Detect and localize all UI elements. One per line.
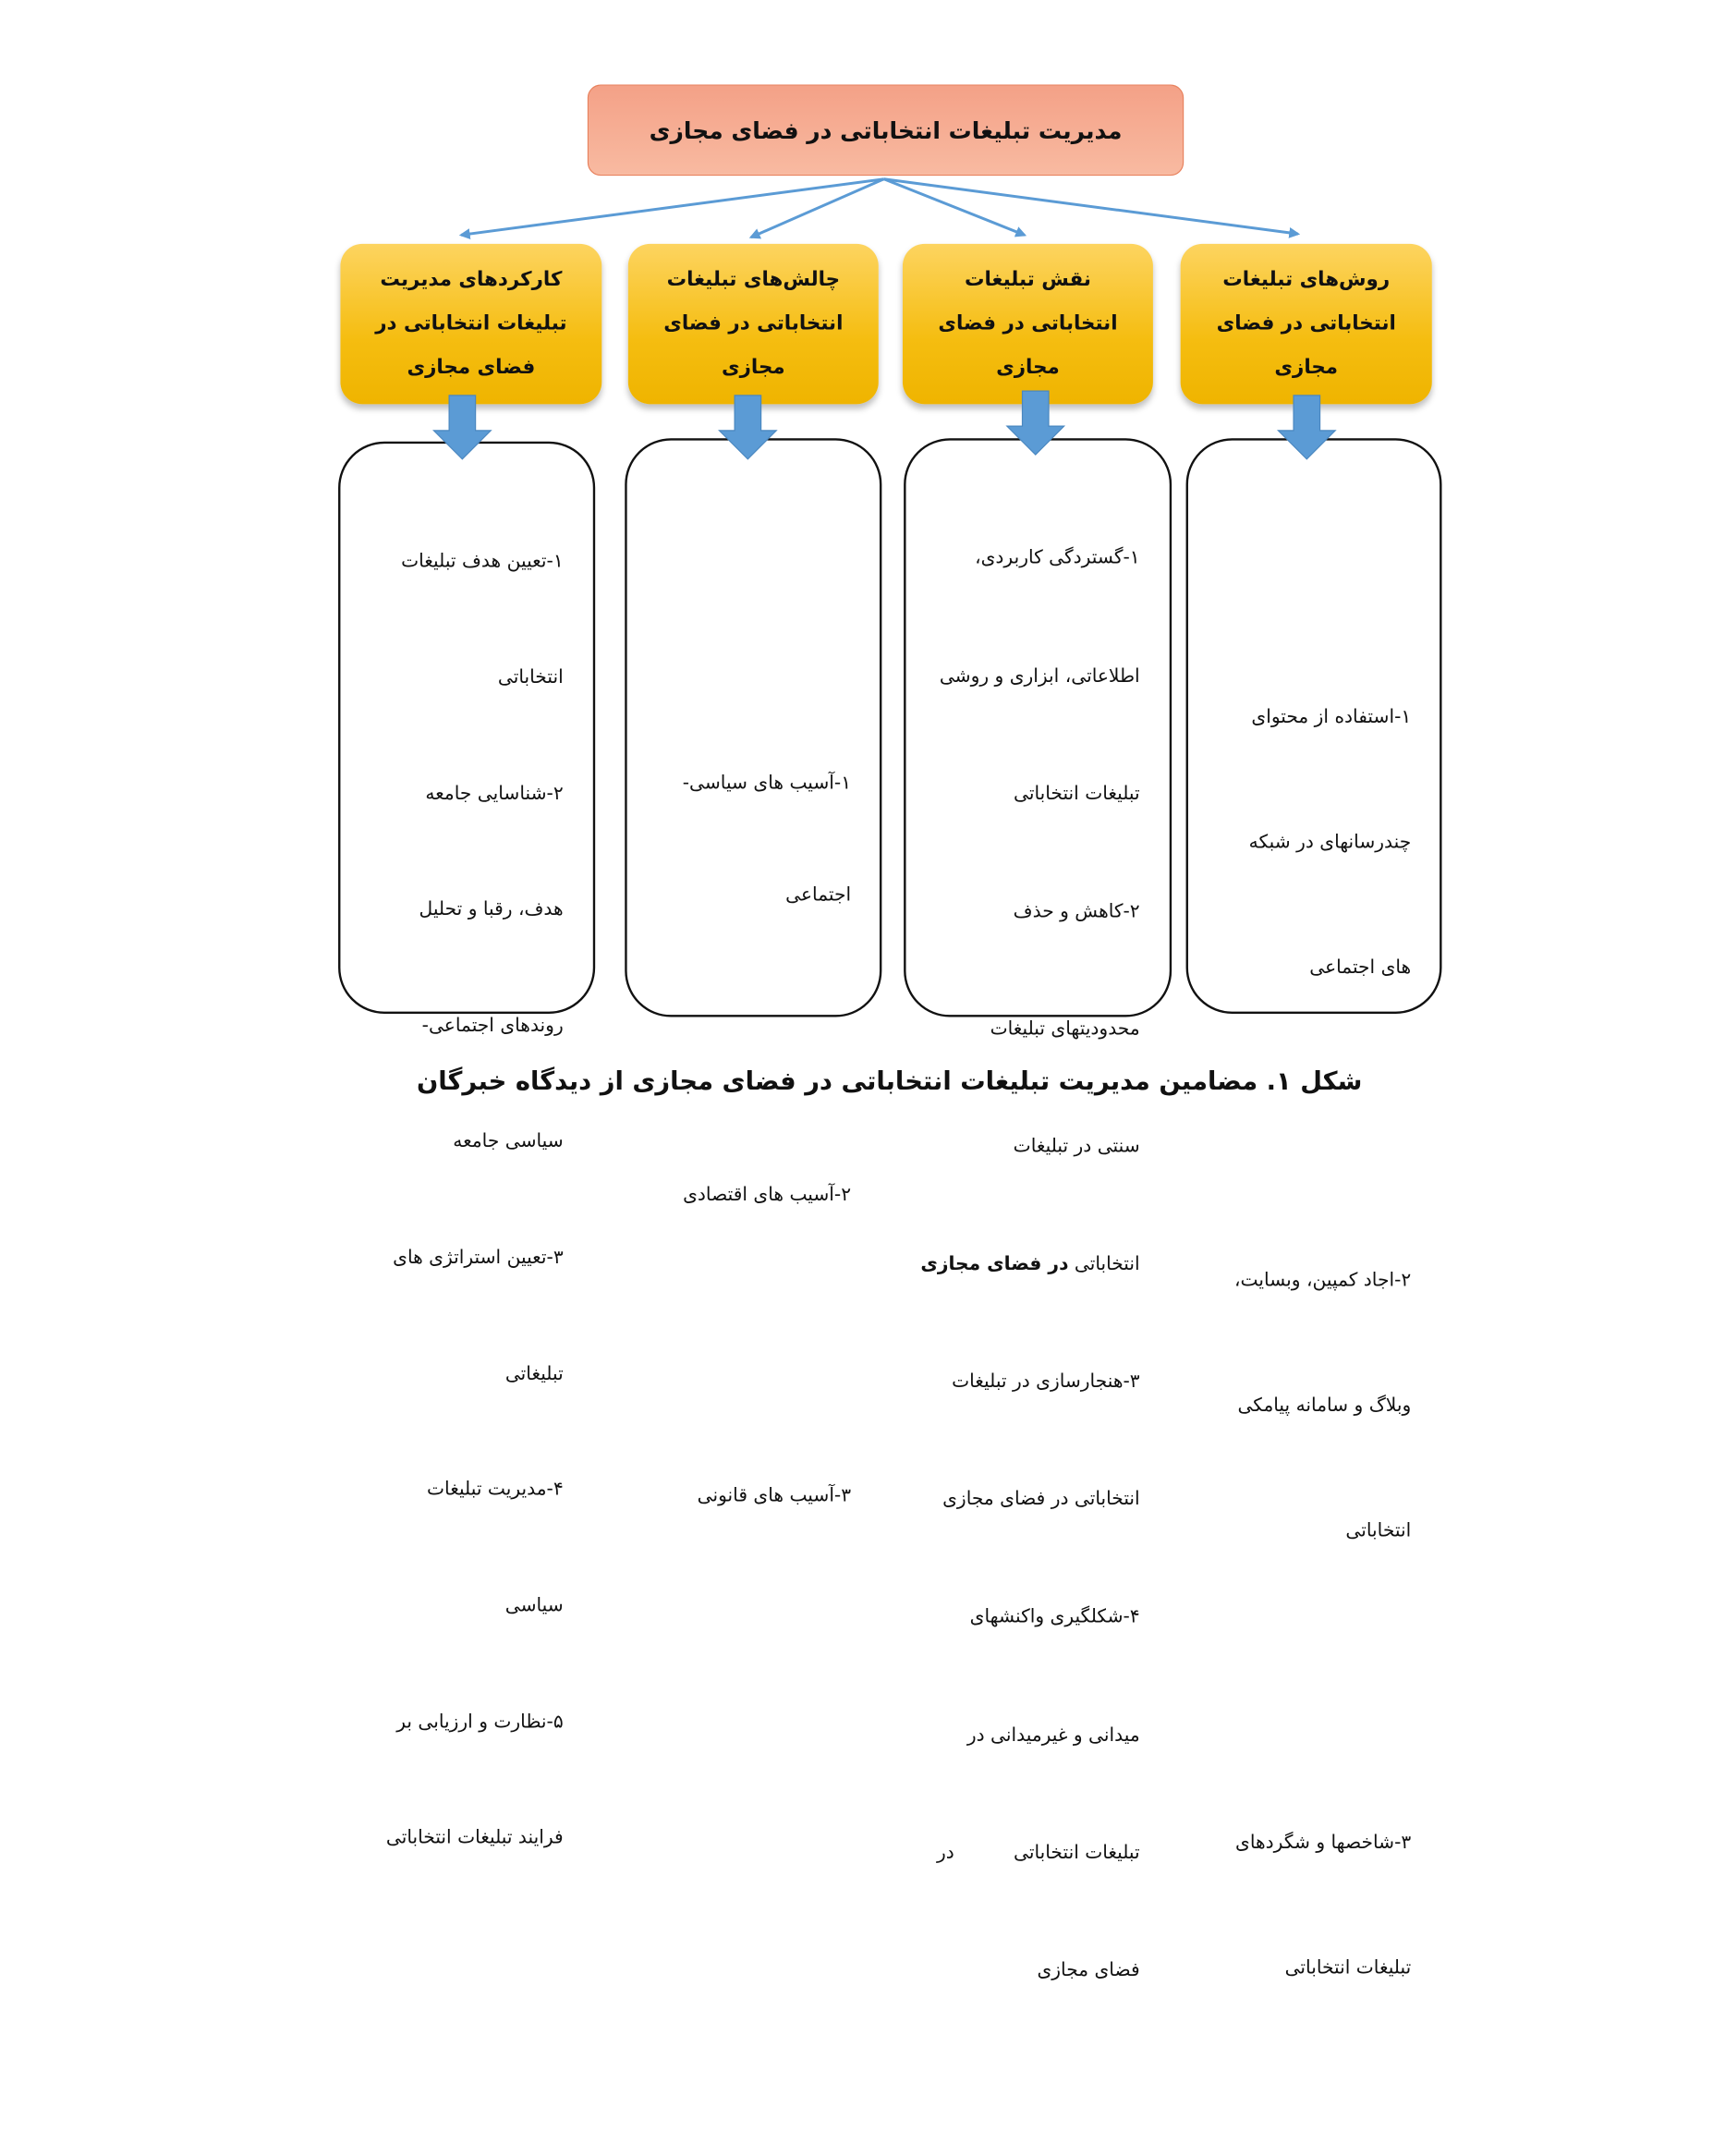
item-line: ۲-کاهش و حذف: [1013, 900, 1140, 923]
down-arrow-icon: [1005, 390, 1066, 456]
item-line: ۱-گستردگی کاربردی،: [975, 547, 1140, 570]
item-line: روندهای اجتماعی-: [421, 1014, 564, 1037]
heading-line: انتخاباتی در فضای: [663, 311, 844, 335]
heading-line: فضای مجازی: [407, 356, 536, 380]
connector-line: [883, 177, 1027, 238]
item-line: اطلاعاتی، ابزاری و روشی: [939, 664, 1140, 688]
item-line: ۲-شناسایی جامعه: [425, 782, 564, 805]
down-arrows: [432, 390, 1337, 460]
item-line: ۳-آسیب های قانونی: [697, 1484, 852, 1507]
heading-line: چالش‌های تبلیغات: [666, 267, 841, 291]
root-node: مدیریت تبلیغات انتخاباتی در فضای مجازی: [587, 84, 1185, 177]
connector-line: [883, 177, 1301, 238]
category-methods: روش‌های تبلیغات انتخاباتی در فضای مجازی: [1180, 243, 1432, 405]
challenges-list: ۱-آسیب های سیاسی- اجتماعی ۲-آسیب های اقت…: [683, 615, 851, 1664]
item-line: ۴-شکلگیری واکنشهای: [969, 1606, 1140, 1628]
item-line: سنتی در تبلیغات: [1013, 1135, 1140, 1158]
functions-list: ۱-تعیین هدف تبلیغات انتخاباتی ۲-شناسایی …: [386, 466, 564, 1935]
item-line: ۳-هنجارسازی در تبلیغات: [952, 1370, 1140, 1394]
list-item: ۱-آسیب های سیاسی- اجتماعی: [683, 689, 851, 988]
item-line: انتخاباتی: [497, 666, 564, 689]
item-line: هدف، رقبا و تحلیل: [419, 898, 564, 921]
item-line: ۲-اجاد کمپین، وبسایت،: [1234, 1269, 1412, 1292]
item-line: میدانی و غیرمیدانی در: [966, 1724, 1140, 1747]
heading-line: کارکردهای مدیریت: [380, 267, 563, 291]
item-text-bold: در فضای مجازی: [920, 1253, 1069, 1275]
diagram: مدیریت تبلیغات انتخاباتی در فضای مجازی ر…: [338, 84, 1442, 1981]
heading-line: انتخاباتی در فضای: [938, 311, 1118, 335]
item-line: تبلیغات انتخاباتی: [1014, 782, 1140, 805]
item-line: ۱-استفاده از محتوای: [1251, 706, 1412, 728]
item-text: انتخاباتی: [1068, 1253, 1140, 1275]
item-line: انتخاباتی در فضای مجازی: [942, 1488, 1140, 1511]
item-line: ۳-شاخصها و شگردهای: [1235, 1832, 1412, 1855]
item-line: ۵-نظارت و ارزیابی بر: [396, 1711, 564, 1733]
category-role: نقش تبلیغات انتخاباتی در فضای مجازی: [902, 243, 1153, 405]
root-title: مدیریت تبلیغات انتخاباتی در فضای مجازی: [649, 116, 1123, 144]
heading-line: مجازی: [721, 356, 785, 380]
connector-line: [748, 177, 885, 239]
figure-caption: شکل ۱. مضامین مدیریت تبلیغات انتخاباتی د…: [416, 1067, 1363, 1097]
methods-list: ۱-استفاده از محتوای چندرسانهای در شبکه ه…: [1234, 530, 1411, 2156]
item-line: محدودیتهای تبلیغات: [990, 1017, 1140, 1041]
heading-line: مجازی: [1274, 356, 1339, 380]
list-item: ۲-اجاد کمپین، وبسایت، وبلاگ و سامانه پیا…: [1234, 1176, 1411, 1636]
connectors: [458, 177, 1301, 239]
heading-line: روش‌های تبلیغات: [1222, 267, 1391, 291]
item-line: ۱-تعیین هدف تبلیغات: [401, 550, 564, 573]
list-item: ۳-شاخصها و شگردهای تبلیغات انتخاباتی: [1234, 1738, 1411, 2072]
item-line: اجتماعی: [785, 883, 852, 907]
item-line: چندرسانهای در شبکه: [1248, 831, 1412, 854]
connector-line: [458, 177, 884, 239]
heading-line: نقش تبلیغات: [964, 267, 1091, 291]
category-challenges: چالش‌های تبلیغات انتخاباتی در فضای مجازی: [627, 243, 879, 405]
item-line: انتخاباتی: [1345, 1519, 1412, 1542]
list-item: ۱-استفاده از محتوای چندرسانهای در شبکه ه…: [1234, 613, 1412, 1072]
heading-line: انتخاباتی در فضای: [1216, 311, 1396, 335]
item-line: های اجتماعی: [1309, 956, 1412, 979]
item-line: فرایند تبلیغات انتخاباتی: [385, 1826, 564, 1849]
item-line: انتخاباتی در فضای مجازی: [920, 1246, 1139, 1285]
item-line: ۳-تعیین استراتژی های: [393, 1247, 564, 1269]
item-line: ۱-آسیب های سیاسی-: [682, 772, 852, 795]
item-line: وبلاگ و سامانه پیامکی: [1237, 1395, 1412, 1418]
heading-line: تبلیغات انتخاباتی در: [375, 311, 567, 335]
item-line: فضای مجازی: [1037, 1958, 1140, 1981]
heading-line: مجازی: [996, 356, 1060, 380]
down-arrow-icon: [718, 395, 778, 460]
item-line: تبلیغاتی: [504, 1362, 564, 1385]
list-item: ۲-آسیب های اقتصادی: [683, 1102, 851, 1288]
category-functions: کارکردهای مدیریت تبلیغات انتخاباتی در فض…: [340, 243, 602, 405]
item-line: تبلیغات انتخاباتی در: [937, 1841, 1140, 1864]
down-arrow-icon: [1276, 395, 1337, 460]
down-arrow-icon: [432, 395, 492, 460]
list-item: ۳-آسیب های قانونی: [683, 1403, 851, 1590]
item-line: سیاسی جامعه: [453, 1130, 564, 1153]
item-line: تبلیغات انتخاباتی: [1284, 1956, 1412, 1979]
item-line: ۲-آسیب های اقتصادی: [683, 1184, 852, 1206]
role-list: ۱-گستردگی کاربردی، اطلاعاتی، ابزاری و رو…: [920, 461, 1139, 2069]
item-line: ۴-مدیریت تبلیغات: [427, 1479, 564, 1501]
item-line: سیاسی: [504, 1594, 564, 1617]
